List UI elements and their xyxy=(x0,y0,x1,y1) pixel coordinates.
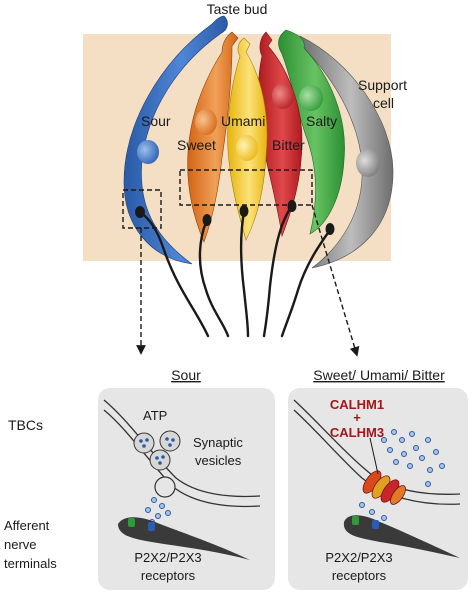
sweet-label: Sweet xyxy=(177,137,216,153)
right-receptor-green xyxy=(352,516,359,525)
synaptic-vesicles-label-line1: Synaptic xyxy=(193,435,243,450)
atp-label: ATP xyxy=(143,408,167,423)
sweet-umami-bitter-synapse-panel: CALHM1 + CALHM3 P2X2/P2X3 receptors xyxy=(288,388,468,590)
calhm-plus: + xyxy=(353,410,361,425)
left-receptors-label-line1: P2X2/P2X3 xyxy=(134,550,201,565)
right-receptors-label-line2: receptors xyxy=(332,568,387,583)
right-receptors-label-line1: P2X2/P2X3 xyxy=(325,550,392,565)
support-cell-nucleus xyxy=(356,149,380,177)
salty-label: Salty xyxy=(306,113,337,129)
calhm3-label: CALHM3 xyxy=(330,425,384,440)
synaptic-vesicles-label-line2: vesicles xyxy=(195,453,242,468)
fusing-vesicle xyxy=(155,477,175,497)
diagram-title: Taste bud xyxy=(207,1,268,17)
right-panel-heading: Sweet/ Umami/ Bitter xyxy=(313,367,445,383)
left-receptor-green xyxy=(128,518,135,527)
afferent-label-line1: Afferent xyxy=(4,518,50,533)
umami-label: Umami xyxy=(221,113,265,129)
left-receptor-blue xyxy=(148,522,155,531)
tbcs-label: TBCs xyxy=(8,417,43,433)
right-receptor-blue xyxy=(372,520,379,529)
support-cell-label-line2: cell xyxy=(373,95,394,111)
support-cell-label-line1: Support xyxy=(358,77,407,93)
afferent-label-line3: terminals xyxy=(4,556,57,571)
bitter-cell-nucleus xyxy=(272,83,294,109)
umami-cell-nucleus xyxy=(236,135,258,161)
afferent-label-line2: nerve xyxy=(4,537,37,552)
bitter-label: Bitter xyxy=(272,137,305,153)
sour-label: Sour xyxy=(141,113,171,129)
left-panel-heading: Sour xyxy=(171,367,201,383)
sour-synapse-panel: ATP Synaptic vesicles P2X2/P2X3 receptor… xyxy=(98,388,275,590)
salty-cell-nucleus xyxy=(299,85,323,111)
sweet-cell-nucleus xyxy=(195,109,217,135)
left-receptors-label-line2: receptors xyxy=(141,568,196,583)
sour-cell-nucleus xyxy=(137,140,159,164)
